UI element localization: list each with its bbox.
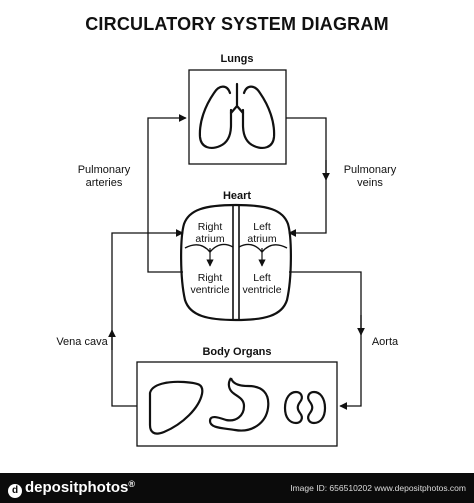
lungs-icon xyxy=(198,82,276,149)
right-atrium-label: Right xyxy=(198,221,223,233)
kidney-icon xyxy=(283,390,303,425)
pulmonary-veins-label: veins xyxy=(357,177,383,189)
pulmonary-arteries-path xyxy=(147,114,187,273)
lungs-box xyxy=(188,69,287,165)
brand-name: depositphotos xyxy=(25,479,129,496)
circulatory-diagram: Lungs Heart Right atrium Left atrium Rig… xyxy=(56,53,399,447)
kidney-icon xyxy=(307,390,327,425)
right-ventricle-label: Right xyxy=(198,272,223,284)
body-organs-label: Body Organs xyxy=(202,346,271,358)
mitral-valve xyxy=(238,243,288,254)
vena-cava-label: Vena cava xyxy=(56,336,108,348)
aorta-label: Aorta xyxy=(372,336,399,348)
diagram-title: CIRCULATORY SYSTEM DIAGRAM xyxy=(85,14,389,34)
image-meta: Image ID: 656510202 www.depositphotos.co… xyxy=(290,483,466,493)
brand-logo-icon: d xyxy=(8,484,22,498)
aorta-path xyxy=(289,271,362,410)
lungs-node: Lungs xyxy=(188,53,287,165)
pulmonary-veins-label: Pulmonary xyxy=(344,164,397,176)
pulmonary-veins-path xyxy=(286,117,327,237)
body-organs-node: Body Organs xyxy=(136,346,338,447)
body-organs-box xyxy=(136,361,338,447)
left-atrium-label: Left xyxy=(253,221,271,233)
left-ventricle-label: Left xyxy=(253,272,271,284)
pulmonary-arteries-label: arteries xyxy=(86,177,123,189)
right-atrium-label: atrium xyxy=(195,233,224,245)
tricuspid-valve xyxy=(184,243,234,254)
stomach-icon xyxy=(208,377,270,432)
heart-label: Heart xyxy=(223,190,251,202)
heart-outline xyxy=(180,203,292,322)
pulmonary-arteries-label: Pulmonary xyxy=(78,164,131,176)
right-ventricle-label: ventricle xyxy=(190,284,229,296)
registered-mark: ® xyxy=(128,479,135,489)
left-atrium-label: atrium xyxy=(247,233,276,245)
heart-node: Heart Right atrium Left atrium Right ven… xyxy=(180,190,292,322)
left-ventricle-label: ventricle xyxy=(242,284,281,296)
lungs-label: Lungs xyxy=(221,53,254,65)
vena-cava-path xyxy=(111,229,184,407)
liver-icon xyxy=(148,380,204,435)
